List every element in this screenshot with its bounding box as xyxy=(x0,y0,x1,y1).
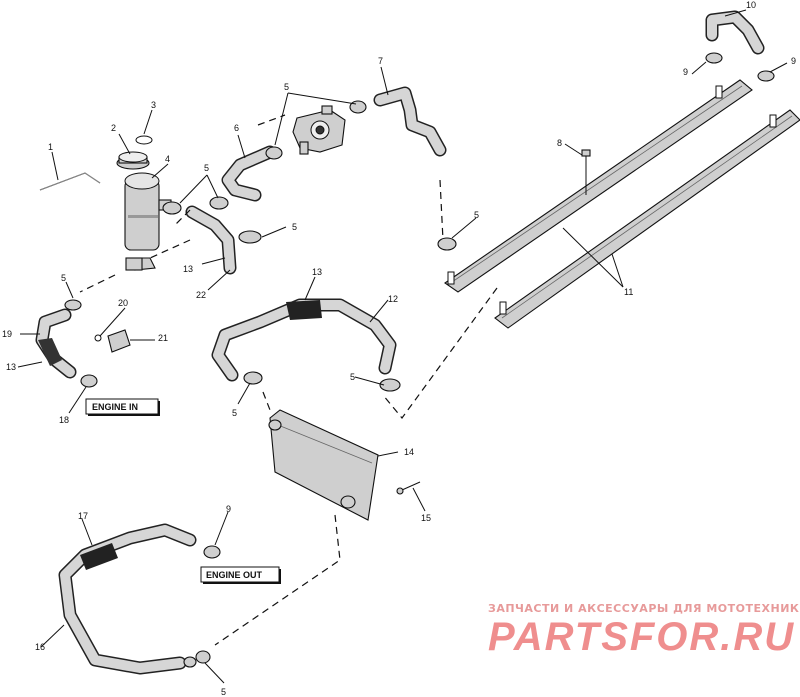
callout-1: 1 xyxy=(48,142,53,152)
engine-out-label: ENGINE OUT xyxy=(206,570,263,580)
callout-5f: 5 xyxy=(232,408,237,418)
callout-18: 18 xyxy=(59,415,69,425)
part-12-hose xyxy=(211,298,397,382)
callout-4: 4 xyxy=(165,154,170,164)
part-14-exchanger xyxy=(268,409,379,521)
part-4-bottle xyxy=(124,172,172,271)
part-10-hose xyxy=(705,10,775,82)
part-19-hose xyxy=(35,299,98,388)
clamps-loop xyxy=(243,371,401,392)
callout-13c: 13 xyxy=(312,267,322,277)
part-8-bolt xyxy=(581,149,591,195)
part-1-rod xyxy=(39,172,101,191)
callout-20: 20 xyxy=(118,298,128,308)
part-7-hose xyxy=(373,86,447,157)
pump-housing xyxy=(292,105,346,155)
callout-5c: 5 xyxy=(292,222,297,232)
callout-2: 2 xyxy=(111,123,116,133)
part-11-rail-lower xyxy=(494,109,800,329)
engine-out-box: ENGINE OUT xyxy=(200,566,281,584)
callout-21: 21 xyxy=(158,333,168,343)
callout-22: 22 xyxy=(196,290,206,300)
part-22-hose xyxy=(185,205,237,275)
watermark-tagline: ЗАПЧАСТИ И АКСЕССУАРЫ ДЛЯ МОТОТЕХНИКИ xyxy=(488,602,800,615)
callout-12: 12 xyxy=(388,294,398,304)
watermark-brand: PARTSFOR.RU xyxy=(488,615,795,659)
engine-in-box: ENGINE IN xyxy=(85,398,160,416)
callout-9b: 9 xyxy=(791,56,796,66)
part-20-clip xyxy=(94,334,102,342)
part-16-hose xyxy=(58,523,221,675)
callout-16: 16 xyxy=(35,642,45,652)
callout-6: 6 xyxy=(234,123,239,133)
flow-lines xyxy=(79,114,498,646)
callout-14: 14 xyxy=(404,447,414,457)
part-21-bracket xyxy=(107,329,131,353)
callout-5a: 5 xyxy=(204,163,209,173)
callout-8: 8 xyxy=(557,138,562,148)
callout-3: 3 xyxy=(151,100,156,110)
callout-15: 15 xyxy=(421,513,431,523)
part-2-cap xyxy=(116,151,150,170)
part-15-bolt xyxy=(396,481,421,495)
callout-9c: 9 xyxy=(226,504,231,514)
callout-5h: 5 xyxy=(221,687,226,697)
callout-7: 7 xyxy=(378,56,383,66)
part-3-oring xyxy=(135,135,153,145)
callout-13a: 13 xyxy=(183,264,193,274)
leader-lines xyxy=(17,9,788,684)
callout-5e: 5 xyxy=(350,372,355,382)
callout-19: 19 xyxy=(2,329,12,339)
engine-in-label: ENGINE IN xyxy=(92,402,138,412)
callout-5b: 5 xyxy=(284,82,289,92)
callout-5g: 5 xyxy=(474,210,479,220)
part-11-rail-upper xyxy=(444,79,753,293)
callout-11: 11 xyxy=(624,287,633,297)
clamps-misc xyxy=(183,237,457,668)
callout-5d: 5 xyxy=(61,273,66,283)
callout-10: 10 xyxy=(746,0,756,10)
callout-9a: 9 xyxy=(683,67,688,77)
callout-13b: 13 xyxy=(6,362,16,372)
watermark: ЗАПЧАСТИ И АКСЕССУАРЫ ДЛЯ МОТОТЕХНИКИ PA… xyxy=(488,602,800,659)
part-6-hose xyxy=(221,145,277,202)
callout-17: 17 xyxy=(78,511,88,521)
